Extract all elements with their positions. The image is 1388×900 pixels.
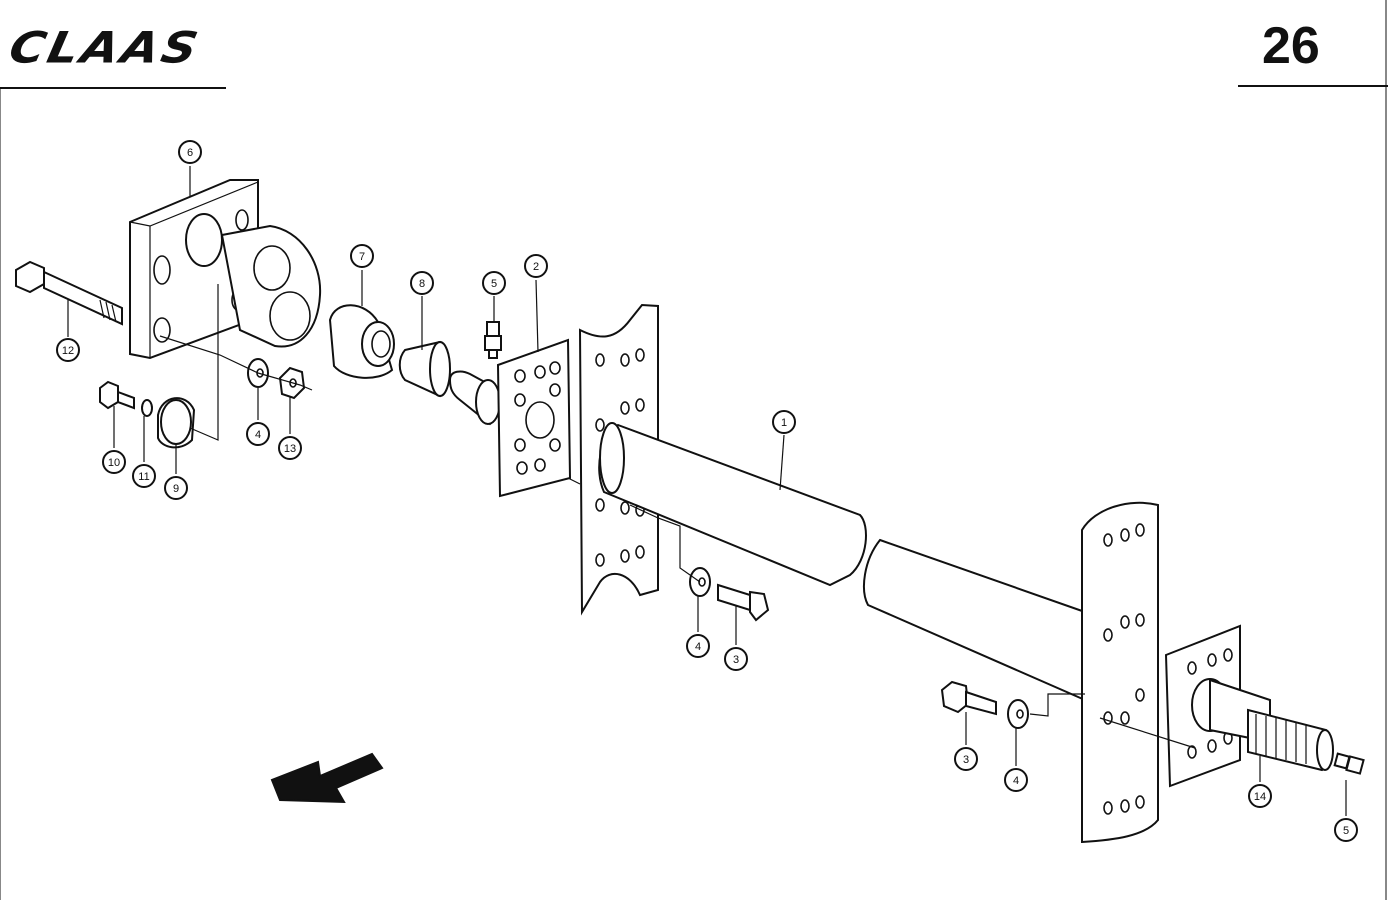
part-7-bearing bbox=[328, 304, 395, 379]
callout-label: 7 bbox=[359, 251, 365, 263]
stub-shaft bbox=[448, 370, 501, 426]
callout-4: 4 bbox=[246, 422, 270, 446]
page-number: 26 bbox=[1262, 17, 1320, 75]
callout-11: 11 bbox=[132, 464, 156, 488]
callout-label: 3 bbox=[733, 654, 739, 666]
right-support-bracket bbox=[1081, 501, 1159, 844]
assembly-lines bbox=[159, 284, 1196, 749]
callout-label: 6 bbox=[187, 147, 193, 159]
callout-label: 1 bbox=[781, 417, 787, 429]
callout-5: 5 bbox=[482, 271, 506, 295]
small-hardware bbox=[99, 358, 1029, 729]
callout-leaders bbox=[67, 166, 1347, 816]
part-1-tube bbox=[598, 422, 1086, 702]
callout-13: 13 bbox=[278, 436, 302, 460]
part-5-grease-nipple-right bbox=[1333, 752, 1365, 775]
callouts: 6 12 7 8 5 2 4 13 10 11 9 1 4 3 3 4 14 5 bbox=[56, 140, 1358, 842]
part-14-splined-shaft bbox=[1164, 624, 1334, 788]
callout-label: 13 bbox=[284, 443, 296, 455]
callout-7: 7 bbox=[350, 244, 374, 268]
callout-8: 8 bbox=[410, 271, 434, 295]
callout-label: 10 bbox=[108, 457, 120, 469]
callout-label: 12 bbox=[62, 345, 74, 357]
part-6-bearing-housing bbox=[129, 179, 322, 360]
callout-4: 4 bbox=[1004, 768, 1028, 792]
part-8-bushing bbox=[398, 340, 451, 398]
callout-label: 9 bbox=[173, 483, 179, 495]
callout-3: 3 bbox=[954, 747, 978, 771]
callout-label: 2 bbox=[533, 261, 539, 273]
part-2-flange-plate bbox=[496, 338, 572, 498]
callout-label: 3 bbox=[963, 754, 969, 766]
callout-3: 3 bbox=[724, 647, 748, 671]
callout-6: 6 bbox=[178, 140, 202, 164]
callout-label: 5 bbox=[1343, 825, 1349, 837]
part-5-grease-nipple-top bbox=[484, 321, 502, 359]
callout-label: 5 bbox=[491, 278, 497, 290]
callout-label: 4 bbox=[255, 429, 261, 441]
callout-label: 4 bbox=[1013, 775, 1019, 787]
callout-2: 2 bbox=[524, 254, 548, 278]
callout-9: 9 bbox=[164, 476, 188, 500]
callout-12: 12 bbox=[56, 338, 80, 362]
callout-label: 14 bbox=[1254, 791, 1266, 803]
callout-label: 11 bbox=[138, 471, 149, 483]
callout-5: 5 bbox=[1334, 818, 1358, 842]
callout-label: 8 bbox=[419, 278, 425, 290]
arrow-left-down-icon bbox=[270, 752, 384, 804]
part-12-long-bolt bbox=[15, 260, 123, 326]
callout-1: 1 bbox=[772, 410, 796, 434]
callout-10: 10 bbox=[102, 450, 126, 474]
callout-14: 14 bbox=[1248, 784, 1272, 808]
callout-label: 4 bbox=[695, 641, 701, 653]
callout-4: 4 bbox=[686, 634, 710, 658]
